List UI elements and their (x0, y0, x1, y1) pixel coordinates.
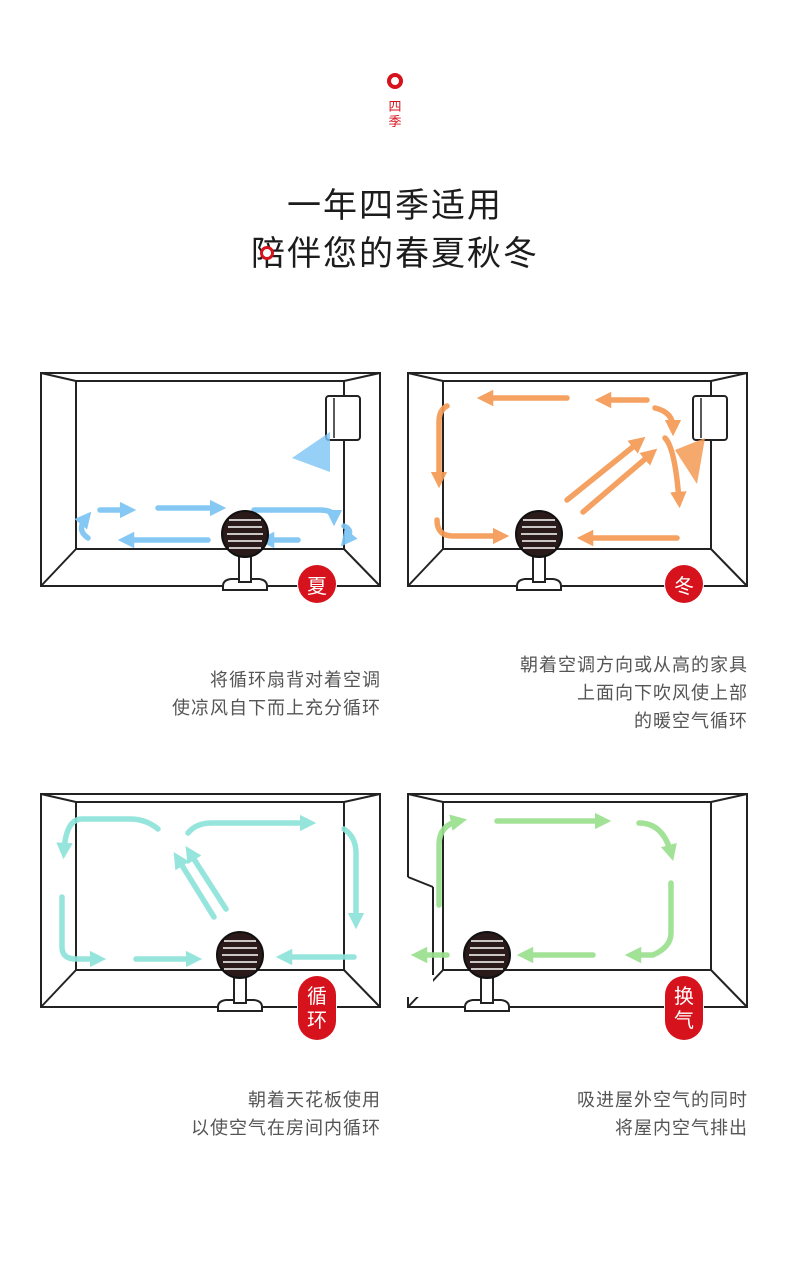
ventilation-room-diagram (407, 793, 748, 1012)
room-corner-line (40, 372, 77, 382)
caption-ventilation: 吸进屋外空气的同时 将屋内空气排出 (577, 1087, 748, 1143)
airflow-arrow (74, 511, 92, 541)
room-corner-line (343, 969, 381, 1008)
room-outer-wall (40, 793, 381, 1008)
room-corner-line (343, 372, 381, 382)
airflow-arrow (580, 448, 658, 515)
room-back-wall (442, 801, 712, 971)
airflow-arrow (652, 405, 682, 437)
room-corner-line (40, 969, 77, 1008)
room-corner-line (710, 793, 748, 803)
season-tag: 四季 (388, 100, 402, 130)
scene-circulation: 循 环 (40, 793, 385, 1040)
summer-room-diagram (40, 372, 381, 591)
caption-winter-line-3: 的暖空气循环 (634, 711, 748, 732)
caption-ventilation-line-1: 吸进屋外空气的同时 (577, 1090, 748, 1111)
airflow-arrow (662, 435, 687, 509)
label-winter: 冬 (665, 565, 703, 603)
room-corner-line (407, 372, 444, 382)
caption-ventilation-line-2: 将屋内空气排出 (615, 1118, 748, 1139)
caption-circulation: 朝着天花板使用 以使空气在房间内循环 (191, 1087, 381, 1143)
winter-room-diagram (407, 372, 748, 591)
fan-icon (515, 510, 563, 591)
airflow-arrow (434, 517, 510, 545)
headline-accent-char: 陪 (251, 226, 287, 275)
warm-air-cone (675, 438, 705, 484)
room-corner-line (407, 548, 444, 587)
fan-base (222, 578, 268, 591)
caption-winter: 朝着空调方向或从高的家具 上面向下吹风使上部 的暖空气循环 (520, 652, 748, 736)
air-conditioner-icon (692, 395, 728, 441)
fan-base (516, 578, 562, 591)
room-corner-line (407, 793, 444, 803)
airflow-arrow (430, 403, 450, 489)
ac-body (692, 395, 728, 441)
fan-base (464, 999, 510, 1012)
room-corner-line (343, 548, 381, 587)
airflow-arrow (436, 814, 468, 908)
door-frame (407, 876, 434, 888)
fan-icon (221, 510, 269, 591)
headline-line-1: 一年四季适用 (287, 186, 503, 226)
label-ventilation: 换 气 (665, 976, 703, 1040)
airflow-arrow (564, 436, 646, 503)
caption-circulation-line-1: 朝着天花板使用 (248, 1090, 381, 1111)
room-outer-wall (407, 793, 748, 1008)
airflow-arrow (340, 523, 358, 547)
accent-ring-icon (260, 246, 274, 260)
scene-winter: 冬 (407, 372, 752, 603)
room-outer-wall (407, 372, 748, 587)
caption-summer: 将循环扇背对着空调 使凉风自下而上充分循环 (172, 667, 381, 723)
label-summer: 夏 (298, 565, 336, 603)
fan-icon (216, 931, 264, 1012)
room-back-wall (75, 801, 345, 971)
room-corner-line (40, 548, 77, 587)
caption-circulation-line-2: 以使空气在房间内循环 (191, 1118, 381, 1139)
room-corner-line (710, 548, 748, 587)
room-corner-line (40, 793, 77, 803)
scene-summer: 夏 (40, 372, 385, 603)
air-conditioner-icon (325, 395, 361, 441)
room-corner-line (710, 372, 748, 382)
airflow-arrow (341, 826, 365, 930)
scene-ventilation: 换 气 (407, 793, 752, 1040)
room-outer-wall (40, 372, 381, 587)
airflow-arrow (173, 851, 217, 920)
caption-winter-line-2: 上面向下吹风使上部 (577, 683, 748, 704)
header-ring-icon (387, 73, 403, 89)
airflow-arrow (636, 820, 677, 861)
caption-summer-line-1: 将循环扇背对着空调 (210, 670, 381, 691)
room-back-wall (442, 380, 712, 550)
airflow-arrow (251, 507, 343, 527)
caption-winter-line-1: 朝着空调方向或从高的家具 (520, 655, 748, 676)
airflow-arrow (56, 816, 161, 860)
cool-air-cone (292, 432, 330, 472)
fan-icon (463, 931, 511, 1012)
airflow-arrow (185, 814, 317, 836)
circulation-room-diagram (40, 793, 381, 1012)
headline-line-2: 陪伴您的春夏秋冬 (0, 226, 790, 275)
fan-base (217, 999, 263, 1012)
room-back-wall (75, 380, 345, 550)
room-corner-line (343, 793, 381, 803)
airflow-arrow (185, 846, 229, 912)
airflow-arrow (624, 880, 674, 964)
label-circulation: 循 环 (298, 976, 336, 1040)
caption-summer-line-2: 使凉风自下而上充分循环 (172, 698, 381, 719)
door-opening (407, 877, 433, 997)
ac-body (325, 395, 361, 441)
room-corner-line (710, 969, 748, 1008)
airflow-arrow (59, 894, 107, 968)
